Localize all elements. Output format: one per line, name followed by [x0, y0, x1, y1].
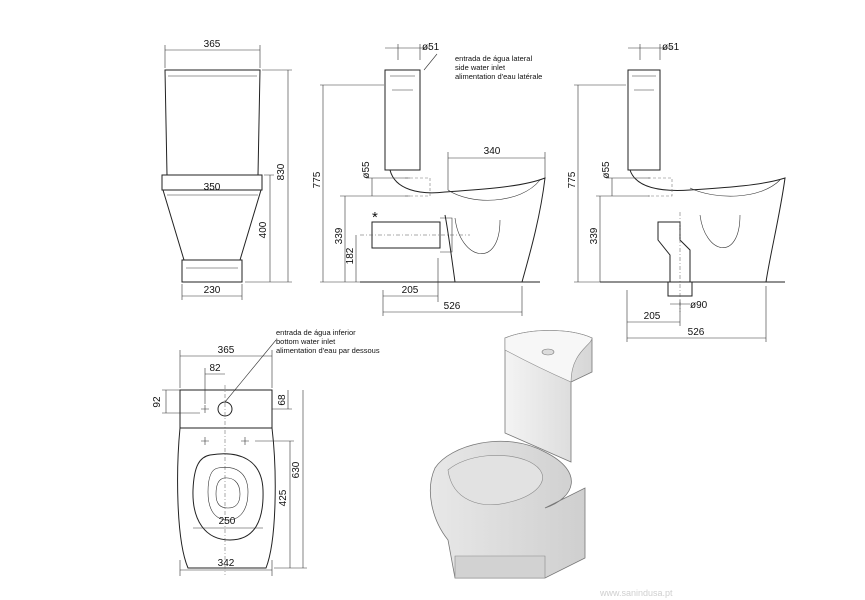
- dim-top-depth-line: [274, 390, 307, 569]
- dim-front-width-mid: 350: [204, 182, 221, 193]
- dim-front-top-line: [164, 45, 261, 68]
- lateral-inlet-note-fr: alimentation d'eau latérale: [455, 72, 542, 81]
- top-seat-outline: [192, 453, 264, 541]
- lateral-inlet-hidden: [405, 177, 431, 197]
- dim-top-inlet-depth: 68: [277, 394, 288, 406]
- render-bowl-opening: [447, 455, 543, 505]
- dim-floor-pipe-dia: ø51: [662, 42, 680, 53]
- dim-floor-depth-line: [626, 286, 767, 342]
- dim-lateral-offset: 205: [402, 285, 419, 296]
- dim-lateral-depth: 526: [444, 301, 461, 312]
- top-inlet-note-en: bottom water inlet: [276, 337, 336, 346]
- dim-floor-height-line: [574, 84, 626, 283]
- front-seat-outline: [161, 174, 263, 191]
- dim-top-inlet-offset-line: [204, 368, 225, 404]
- dim-top-depth-total: 630: [291, 461, 302, 478]
- top-bowl-opening: [207, 467, 249, 521]
- dim-lateral-pipe-height: 182: [345, 247, 356, 264]
- floor-inlet-hidden: [648, 177, 673, 197]
- dim-floor-outlet-line: [596, 195, 650, 282]
- dim-top-tank-depth: 92: [152, 396, 163, 408]
- dim-front-width-top: 365: [204, 39, 221, 50]
- dim-front-height-total: 830: [276, 163, 287, 180]
- front-tank-outline: [164, 69, 261, 176]
- lateral-outlet-pipe: [371, 221, 441, 249]
- dim-top-width: 365: [218, 345, 235, 356]
- dim-front-width-base: 230: [204, 285, 221, 296]
- dim-lateral-inlet-line: [366, 177, 410, 196]
- top-bowl-outline: [177, 427, 276, 569]
- dim-top-base-line: [179, 560, 273, 576]
- dim-lateral-pipe-line: [385, 44, 430, 60]
- floor-bowl-inner: [689, 179, 781, 197]
- floor-bowl-outline: [629, 169, 786, 283]
- front-view: 365 350 230 830 400: [161, 39, 292, 300]
- dim-floor-inlet-line: [606, 177, 650, 196]
- watermark-text: www.sanindusa.pt: [599, 588, 673, 598]
- lateral-inlet-note-pt: entrada de água lateral: [455, 54, 532, 63]
- lateral-asterisk: *: [372, 209, 378, 226]
- dim-floor-depth: 526: [688, 327, 705, 338]
- lateral-trap: [454, 217, 501, 254]
- dim-front-bowl-line: [264, 174, 274, 282]
- dim-lateral-rim-length: 340: [484, 146, 501, 157]
- dim-top-inlet-depth-line: [272, 390, 292, 410]
- floor-tank-lines: [632, 75, 656, 91]
- dim-top-tank-depth-line: [162, 389, 200, 414]
- dim-floor-outlet-dia: ø90: [690, 300, 708, 311]
- dim-top-width-base: 342: [218, 558, 235, 569]
- dim-front-base-line: [181, 284, 243, 300]
- dim-lateral-outlet-height: 339: [334, 227, 345, 244]
- dim-floor-height-total: 775: [567, 171, 578, 188]
- render-tank-lid: [504, 330, 593, 383]
- dim-top-bowl-depth-line: [255, 440, 294, 568]
- dim-lateral-pipe-dia: ø51: [422, 42, 440, 53]
- render-flush-button: [541, 348, 555, 356]
- dim-lateral-outlet-line: [340, 195, 410, 282]
- lateral-tank-outline: [384, 69, 421, 171]
- toilet-3d-render: [429, 330, 593, 579]
- dim-front-height-line: [245, 69, 292, 283]
- floor-trap: [699, 214, 741, 248]
- top-fixing-marks: [201, 405, 249, 445]
- dim-front-height-bowl: 400: [258, 221, 269, 238]
- floor-outlet-bend: [657, 221, 691, 283]
- top-inlet-note-pt: entrada de água inferior: [276, 328, 356, 337]
- dim-top-depth-bowl: 425: [278, 489, 289, 506]
- front-base-outline: [181, 259, 243, 283]
- dim-floor-pipe-line: [628, 44, 672, 60]
- top-view: 365 82 92 68 entrada de água inferior bo…: [152, 328, 380, 576]
- dim-lateral-offset-line: [383, 258, 439, 302]
- lateral-tank-lines: [390, 75, 415, 91]
- floor-tank-outline: [627, 69, 661, 171]
- lateral-inlet-note-en: side water inlet: [455, 63, 506, 72]
- lateral-leader-line: [423, 53, 438, 71]
- top-bowl-drain: [215, 477, 241, 509]
- lateral-bowl-outline: [389, 169, 546, 283]
- dim-top-inlet-offset: 82: [209, 363, 221, 374]
- render-base: [454, 555, 546, 579]
- lateral-bowl-inner: [447, 179, 541, 201]
- top-inlet-note-fr: alimentation d'eau par dessous: [276, 346, 380, 355]
- dim-floor-outlet-height: 339: [589, 227, 600, 244]
- dim-lateral-rim-line: [447, 152, 546, 190]
- dim-top-seat-width: 250: [219, 516, 236, 527]
- dim-lateral-depth-line: [382, 286, 523, 316]
- dim-floor-inlet-dia: ø55: [601, 161, 612, 179]
- dim-floor-offset: 205: [644, 311, 661, 322]
- side-view-lateral: ø51 entrada de água lateral side water i…: [312, 42, 546, 316]
- top-tank-outline: [179, 389, 273, 429]
- dim-top-width-line: [179, 350, 273, 388]
- dim-lateral-inlet-dia: ø55: [361, 161, 372, 179]
- dim-lateral-height-line: [320, 84, 384, 283]
- front-bowl-outline: [162, 189, 262, 261]
- dim-floor-offset-line: [627, 300, 681, 326]
- side-view-floor: ø51 ø55 775 339 ø90 205 526: [567, 42, 786, 342]
- top-leader-line: [224, 339, 277, 403]
- dim-lateral-height-total: 775: [312, 171, 323, 188]
